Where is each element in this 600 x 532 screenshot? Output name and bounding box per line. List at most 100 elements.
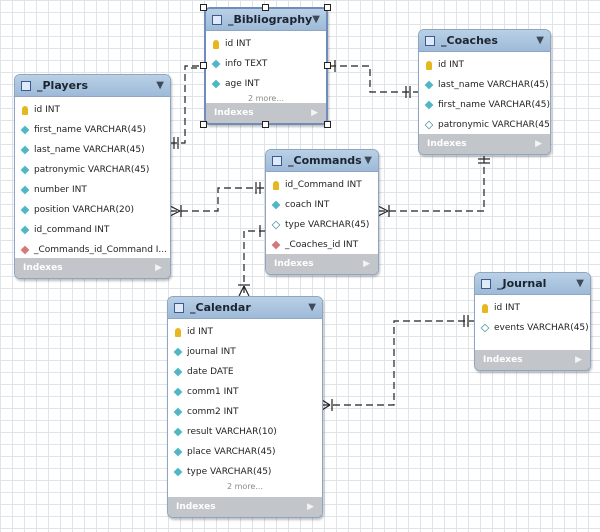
column-row[interactable]: age INT	[206, 74, 326, 94]
indexes-label: Indexes	[483, 355, 523, 365]
resize-handle[interactable]	[324, 4, 331, 11]
table-icon	[425, 35, 435, 46]
triangle-right-icon[interactable]: ▶	[535, 139, 542, 149]
triangle-right-icon[interactable]: ▶	[155, 263, 162, 273]
column-row[interactable]: id_Command INT	[266, 175, 378, 195]
resize-handle[interactable]	[200, 4, 207, 11]
column-row[interactable]: id_command INT	[15, 220, 170, 240]
column-row[interactable]: patronymic VARCHAR(45)	[419, 115, 550, 135]
column-label: id INT	[225, 39, 251, 49]
chevron-down-icon[interactable]: ▼	[536, 35, 544, 46]
column-label: last_name VARCHAR(45)	[438, 80, 549, 90]
column-diamond-icon	[173, 447, 183, 457]
primary-key-icon	[273, 180, 279, 190]
column-label: result VARCHAR(10)	[187, 427, 277, 437]
chevron-down-icon[interactable]: ▼	[312, 14, 320, 25]
table-header[interactable]: _Coaches ▼	[419, 30, 550, 52]
column-row[interactable]: date DATE	[168, 362, 322, 382]
column-label: info TEXT	[225, 59, 268, 69]
column-diamond-icon	[173, 427, 183, 437]
chevron-down-icon[interactable]: ▼	[308, 302, 316, 313]
column-label: journal INT	[187, 347, 236, 357]
more-columns-label[interactable]: 2 more...	[248, 94, 284, 103]
nullable-column-icon	[424, 120, 434, 130]
table-journal[interactable]: _Journal ▼ id INT events VARCHAR(45) Ind…	[474, 272, 591, 371]
column-row[interactable]: _Coaches_id INT	[266, 235, 378, 255]
triangle-right-icon[interactable]: ▶	[575, 355, 582, 365]
column-row[interactable]: journal INT	[168, 342, 322, 362]
column-label: type VARCHAR(45)	[285, 220, 370, 230]
relationship-players-commands	[170, 187, 265, 212]
column-row[interactable]: coach INT	[266, 195, 378, 215]
column-row[interactable]: id INT	[419, 55, 550, 75]
column-row[interactable]: id INT	[475, 298, 590, 318]
column-label: first_name VARCHAR(45)	[34, 125, 146, 135]
column-row[interactable]: events VARCHAR(45)	[475, 318, 590, 338]
table-calendar[interactable]: _Calendar ▼ id INT journal INT date DATE…	[167, 296, 323, 518]
relationship-players-bibliography	[170, 65, 203, 144]
column-label: id INT	[34, 105, 60, 115]
column-row[interactable]: number INT	[15, 180, 170, 200]
indexes-bar[interactable]: Indexes▶	[266, 254, 378, 274]
table-players[interactable]: _Players ▼ id INT first_name VARCHAR(45)…	[14, 74, 171, 279]
table-commands[interactable]: _Commands ▼ id_Command INT coach INT typ…	[265, 149, 379, 275]
resize-handle[interactable]	[324, 62, 331, 69]
table-bibliography[interactable]: _Bibliography ▼ id INT info TEXT age INT…	[204, 7, 328, 125]
table-header[interactable]: _Journal ▼	[475, 273, 590, 295]
triangle-right-icon[interactable]: ▶	[307, 502, 314, 512]
column-row[interactable]: comm2 INT	[168, 402, 322, 422]
column-row[interactable]: id INT	[15, 100, 170, 120]
more-columns-label[interactable]: 2 more...	[227, 482, 263, 491]
resize-handle[interactable]	[324, 121, 331, 128]
table-header[interactable]: _Calendar ▼	[168, 297, 322, 319]
chevron-down-icon[interactable]: ▼	[364, 155, 372, 166]
column-row[interactable]: type VARCHAR(45)	[266, 215, 378, 235]
table-header[interactable]: _Commands ▼	[266, 150, 378, 172]
column-row[interactable]: last_name VARCHAR(45)	[15, 140, 170, 160]
column-row[interactable]: last_name VARCHAR(45)	[419, 75, 550, 95]
column-row[interactable]: place VARCHAR(45)	[168, 442, 322, 462]
primary-key-icon	[482, 303, 488, 313]
column-row[interactable]: info TEXT	[206, 54, 326, 74]
table-coaches[interactable]: _Coaches ▼ id INT last_name VARCHAR(45) …	[418, 29, 551, 155]
table-header[interactable]: _Bibliography ▼	[206, 9, 326, 31]
resize-handle[interactable]	[200, 62, 207, 69]
resize-handle[interactable]	[262, 121, 269, 128]
column-label: patronymic VARCHAR(45)	[438, 120, 551, 130]
table-icon	[212, 14, 222, 25]
nullable-column-icon	[271, 220, 281, 230]
primary-key-icon	[426, 60, 432, 70]
column-row[interactable]: first_name VARCHAR(45)	[15, 120, 170, 140]
resize-handle[interactable]	[262, 4, 269, 11]
column-row[interactable]: first_name VARCHAR(45)	[419, 95, 550, 115]
indexes-bar[interactable]: Indexes ▶	[475, 350, 590, 370]
column-row[interactable]: id INT	[168, 322, 322, 342]
column-label: id INT	[438, 60, 464, 70]
triangle-right-icon[interactable]: ▶	[363, 259, 370, 269]
column-row[interactable]: id INT	[206, 34, 326, 54]
column-row[interactable]: position VARCHAR(20)	[15, 200, 170, 220]
column-row[interactable]: _Commands_id_Command I...	[15, 240, 170, 260]
column-row[interactable]: comm1 INT	[168, 382, 322, 402]
indexes-bar[interactable]: Indexes▶	[15, 258, 170, 278]
column-label: events VARCHAR(45)	[494, 323, 589, 333]
table-title: _Coaches	[441, 34, 498, 47]
table-icon	[174, 302, 184, 313]
column-row[interactable]: patronymic VARCHAR(45)	[15, 160, 170, 180]
indexes-bar[interactable]: Indexes▶	[168, 497, 322, 517]
indexes-bar[interactable]: Indexes▶	[206, 103, 326, 123]
chevron-down-icon[interactable]: ▼	[576, 278, 584, 289]
triangle-right-icon[interactable]: ▶	[311, 108, 318, 118]
column-label: type VARCHAR(45)	[187, 467, 272, 477]
indexes-bar[interactable]: Indexes▶	[419, 134, 550, 154]
table-header[interactable]: _Players ▼	[15, 75, 170, 97]
column-row[interactable]: result VARCHAR(10)	[168, 422, 322, 442]
resize-handle[interactable]	[200, 121, 207, 128]
column-row[interactable]: type VARCHAR(45)	[168, 462, 322, 482]
column-diamond-icon	[20, 165, 30, 175]
table-title: _Calendar	[190, 301, 251, 314]
nullable-column-icon	[480, 323, 490, 333]
relationship-commands-calendar	[243, 230, 266, 296]
chevron-down-icon[interactable]: ▼	[156, 80, 164, 91]
